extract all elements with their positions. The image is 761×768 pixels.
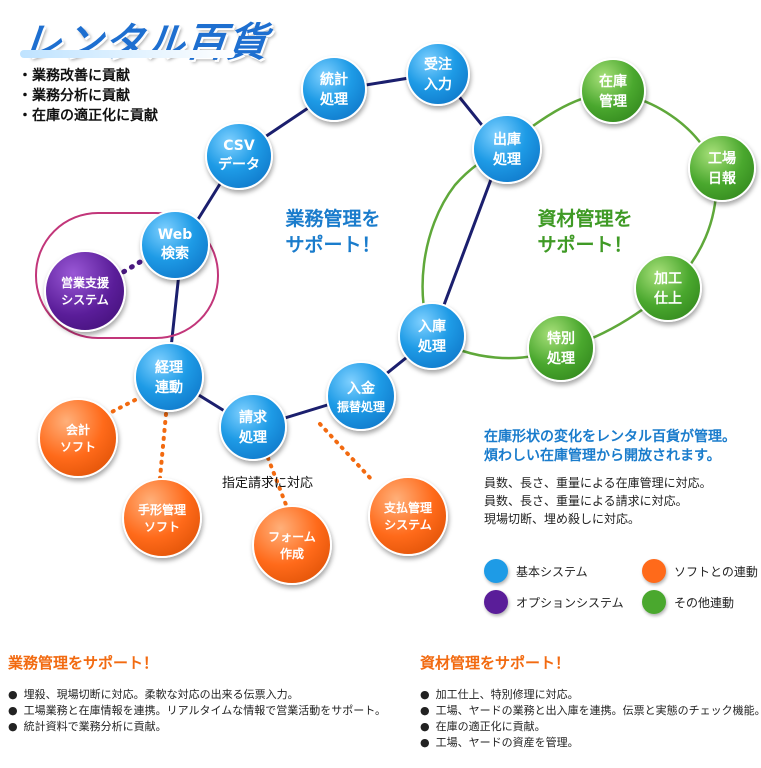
node-toukei: 統計処理 [301,56,367,122]
legend-option: オプションシステム [484,590,624,614]
panel-material: 資材管理をサポート！ 加工仕上、特別修理に対応。 工場、ヤードの業務と出入庫を連… [420,652,761,751]
panel-business-item: 埋殺、現場切断に対応。柔軟な対応の出来る伝票入力。 [8,687,386,703]
panel-material-item: 工場、ヤードの資産を管理。 [420,735,761,751]
navy-loop-line [166,71,504,430]
panel-material-item: 工場、ヤードの業務と出入庫を連携。伝票と実態のチェック機能。 [420,703,761,719]
center-label-business: 業務管理をサポート！ [285,208,381,256]
legend-dot-orange [642,559,666,583]
node-nyukin: 入金振替処理 [326,361,396,431]
node-eigyo: 営業支援システム [44,250,126,332]
description-lines: 員数、長さ、重量による在庫管理に対応。 員数、長さ、重量による請求に対応。 現場… [484,476,712,526]
intro-item: 業務分析に貢献 [18,86,158,106]
invoice-note: 指定請求に対応 [222,476,314,491]
node-kakou: 加工仕上 [634,254,702,322]
panel-material-title: 資材管理をサポート！ [420,654,571,672]
node-nyuko: 入庫処理 [398,302,466,370]
node-zaiko: 在庫管理 [580,58,646,124]
node-tokubetsu: 特別処理 [527,314,595,382]
legend-dot-purple [484,590,508,614]
panel-material-item: 在庫の適正化に貢献。 [420,719,761,735]
node-shukko: 出庫処理 [472,114,542,184]
node-koujou: 工場日報 [688,134,756,202]
node-shiharai: 支払管理システム [368,476,448,556]
legend-dot-blue [484,559,508,583]
panel-business-item: 統計資料で業務分析に貢献。 [8,719,386,735]
node-jutyu: 受注入力 [406,42,470,106]
dotted-link-nyukin-shiharai [318,422,374,482]
node-kaikei: 会計ソフト [38,398,118,478]
legend-software: ソフトとの連動 [642,559,758,583]
description-headline: 在庫形状の変化をレンタル百貨が管理。 煩わしい在庫管理から開放されます。 [484,429,736,464]
node-tegata: 手形管理ソフト [122,478,202,558]
option-capsule-outline [35,212,219,339]
intro-item: 業務改善に貢献 [18,66,158,86]
intro-item: 在庫の適正化に貢献 [18,106,158,126]
intro-list: 業務改善に貢献 業務分析に貢献 在庫の適正化に貢献 [18,66,158,126]
product-logo: レンタル百貨 [19,20,270,66]
dotted-link-seikyu-form [266,456,290,512]
node-seikyu: 請求処理 [219,393,287,461]
dotted-link-keiri-tegata [158,412,168,480]
node-keiri: 経理連動 [134,342,204,412]
node-form: フォーム作成 [252,505,332,585]
legend-dot-green [642,590,666,614]
panel-business-item: 工場業務と在庫情報を連携。リアルタイムな情報で営業活動をサポート。 [8,703,386,719]
panel-business-title: 業務管理をサポート！ [8,654,159,672]
center-label-material: 資材管理をサポート！ [537,208,633,256]
logo-underline [20,50,235,58]
panel-business: 業務管理をサポート！ 埋殺、現場切断に対応。柔軟な対応の出来る伝票入力。 工場業… [8,652,386,735]
legend-basic: 基本システム [484,559,588,583]
legend-other: その他連動 [642,590,734,614]
panel-material-item: 加工仕上、特別修理に対応。 [420,687,761,703]
